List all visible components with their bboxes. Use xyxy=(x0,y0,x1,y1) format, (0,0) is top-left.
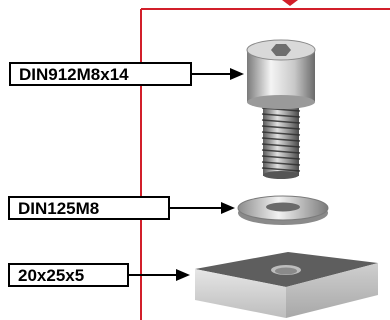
leader-arrows xyxy=(129,68,244,281)
frame-arrow-icon xyxy=(282,0,298,6)
screw-illustration xyxy=(246,39,316,179)
washer-illustration xyxy=(237,195,329,225)
plate-arrow-icon xyxy=(176,269,190,281)
plate-illustration xyxy=(195,252,378,318)
plate-label: 20x25x5 xyxy=(8,263,129,287)
washer-arrow-icon xyxy=(221,202,235,214)
frame-line xyxy=(140,0,390,320)
screw-arrow-icon xyxy=(230,68,244,80)
screw-label: DIN912M8x14 xyxy=(9,62,192,86)
washer-label: DIN125M8 xyxy=(8,196,170,220)
